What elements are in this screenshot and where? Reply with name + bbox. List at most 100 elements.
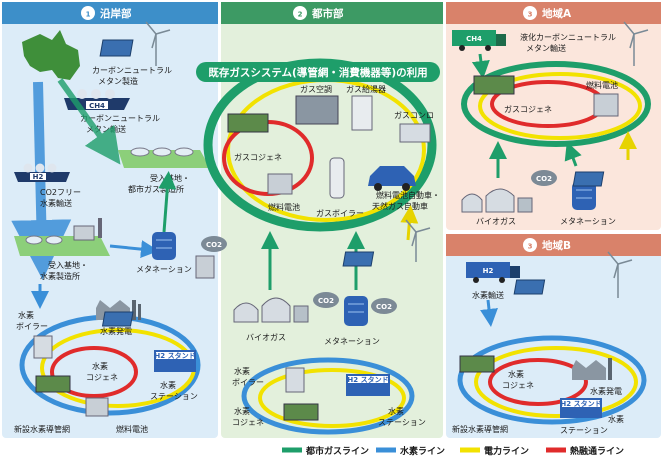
water-heater-unit	[351, 95, 373, 131]
urban-header	[221, 2, 443, 24]
coastal-h2-station	[154, 350, 196, 372]
regionA-panel	[446, 2, 661, 230]
regionA-truck	[452, 30, 506, 51]
regionA-number: 3	[528, 11, 533, 19]
h2-label-ship: H2	[33, 173, 44, 181]
urban-h2-cogen-unit	[283, 403, 319, 421]
regionB-header	[446, 234, 661, 256]
urban-h2-boiler-2: ボイラー	[232, 378, 264, 387]
urban-methanation: メタネーション	[324, 337, 380, 346]
regionA-ch4: CH4	[466, 35, 482, 43]
regionB-station-2: ステーション	[560, 426, 608, 435]
regionA-fuel-cell-box	[593, 93, 619, 117]
regionA-methanation-arrow	[564, 141, 582, 167]
legend-heat: 熱融通ライン	[570, 445, 624, 457]
regionA-methanation: メタネーション	[560, 217, 616, 226]
australia-map	[22, 30, 80, 80]
regionB-station-sign: H2 スタンド	[560, 399, 601, 408]
regionA-biogas: バイオガス	[476, 216, 516, 226]
regionB-station-1: 水素	[608, 414, 624, 424]
coastal-boiler	[33, 335, 53, 359]
legend-hydrogen: 水素ライン	[400, 445, 445, 457]
urban-vehicles-2: 天然ガス自動車	[372, 201, 428, 211]
urban-co2-2: CO2	[376, 303, 392, 311]
coastal-co2: CO2	[206, 241, 222, 249]
regionB-h2-cogen-2: コジェネ	[502, 381, 534, 390]
coastal-h2-boiler-1: 水素	[18, 310, 34, 320]
regionB-title: 地域B	[542, 239, 571, 252]
regionA-biogas-plant	[461, 188, 533, 213]
coastal-solar-panel	[99, 39, 134, 57]
coastal-h2-cogen-2: コジェネ	[86, 373, 118, 382]
coastal-factory	[195, 255, 215, 279]
coastal-station-1: 水素	[160, 380, 176, 390]
coastal-solar-2	[101, 311, 134, 327]
urban-number: 2	[298, 11, 303, 19]
coastal-production-1: カーボンニュートラル	[92, 66, 172, 75]
urban-co2-cloud-2	[371, 298, 397, 314]
regionB-truck	[466, 262, 520, 283]
regionA-fuel-cell: 燃料電池	[586, 80, 618, 90]
coastal-heat-loop	[50, 346, 138, 398]
ch4-label-ship: CH4	[89, 102, 105, 110]
regionB-number: 3	[528, 243, 533, 251]
coastal-co2-cloud	[201, 236, 227, 252]
regionB-hydrogen-loop	[457, 335, 647, 425]
gas-boiler-unit	[329, 157, 345, 199]
regionA-header	[446, 2, 661, 24]
coastal-production-2: メタン製造	[98, 76, 138, 86]
h2-base-2: 水素製造所	[40, 271, 80, 281]
urban-h2-boiler-1: 水素	[234, 366, 250, 376]
coastal-header	[2, 2, 218, 24]
regionA-power-loop	[478, 72, 642, 140]
regionA-co2: CO2	[536, 175, 552, 183]
legend-gas: 都市ガスライン	[305, 445, 369, 457]
urban-fuel-cell-box	[267, 173, 293, 195]
regionB-wind-turbine	[607, 251, 633, 298]
urban-biogas-plant	[233, 297, 309, 323]
urban-hydrogen-loop	[241, 357, 415, 435]
regionA-wind-turbine	[623, 21, 649, 66]
h2-base-1: 受入基地・	[48, 260, 88, 270]
urban-station-2: ステーション	[378, 418, 426, 427]
coastal-number: 1	[86, 11, 91, 19]
legend: 都市ガスライン 水素ライン 電力ライン 熱融通ライン	[282, 445, 624, 457]
regionB-h2-power-plant	[572, 358, 612, 380]
urban-gas-cogen: ガスコジェネ	[234, 152, 282, 162]
regionA-gas-loop	[461, 61, 651, 147]
regionB-heat-loop	[488, 358, 588, 406]
urban-power-up-arrow	[400, 205, 419, 241]
regionA-solar-panel	[572, 171, 605, 187]
legend-power: 電力ライン	[484, 445, 529, 457]
urban-gas-boiler: ガスボイラー	[316, 208, 364, 218]
regionA-cogen-unit	[473, 75, 515, 95]
hydrogen-terminal	[14, 218, 110, 256]
urban-h2-station	[346, 374, 390, 396]
coastal-h2-transport-1: CO2フリー	[40, 188, 81, 197]
urban-cogen-machine	[227, 113, 269, 133]
regionA-gas-cogen: ガスコジェネ	[504, 104, 552, 114]
urban-fuel-cell: 燃料電池	[268, 202, 300, 212]
urban-gas-ac: ガス空調	[300, 84, 332, 94]
urban-vehicles-1: 燃料電池自動車・	[376, 190, 440, 200]
regionB-h2-power: 水素発電	[590, 386, 622, 396]
regionB-cogen-unit	[459, 355, 495, 373]
coastal-wind-turbine	[145, 21, 171, 66]
urban-biogas: バイオガス	[246, 332, 286, 342]
regionA-title: 地域A	[542, 7, 572, 20]
coastal-new-pipeline: 新設水素導管網	[14, 424, 70, 434]
regionA-transport-1: 液化カーボンニュートラル	[520, 32, 616, 42]
banner	[196, 62, 440, 82]
regionA-down-arrow	[471, 53, 490, 79]
urban-co2-1: CO2	[318, 297, 334, 305]
urban-gas-stove: ガスコンロ	[394, 110, 434, 120]
regionA-methanation-unit	[572, 182, 596, 210]
coastal-transport-1: カーボンニュートラル	[80, 114, 160, 123]
coastal-h2-transport-2: 水素輸送	[40, 198, 72, 208]
coastal-fuel-cell: 燃料電池	[116, 424, 148, 434]
regionB-h2: H2	[483, 267, 494, 275]
coastal-fuel-cell-box	[85, 397, 109, 417]
urban-lower-power-loop	[258, 368, 406, 428]
